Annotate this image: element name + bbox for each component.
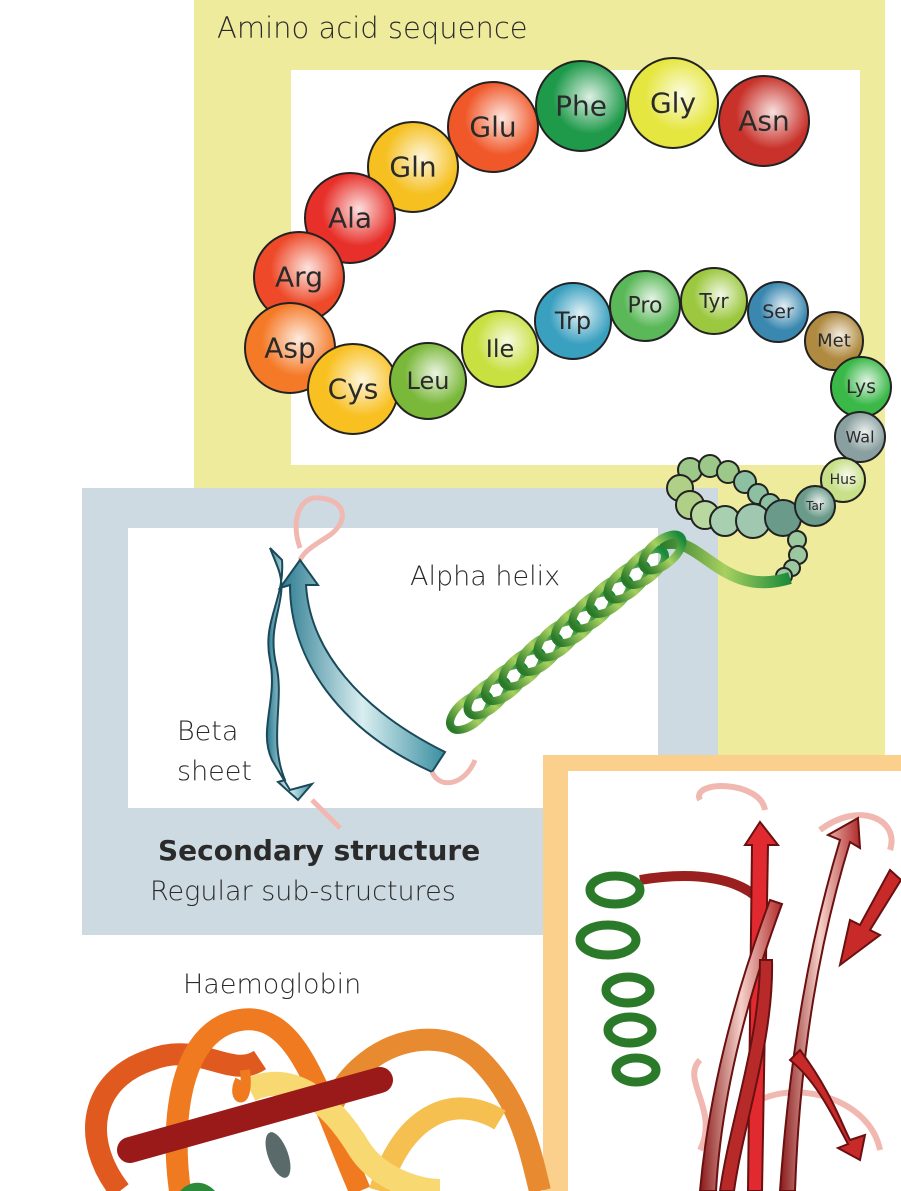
amino-acid-label: Ile [486, 335, 515, 363]
amino-acid-label: Ala [328, 202, 372, 235]
amino-acid-label: Gly [650, 87, 696, 120]
amino-acid-label: Lys [846, 376, 876, 398]
random-coil-beads [666, 454, 808, 585]
amino-acid-lys: Lys [830, 356, 892, 418]
amino-acid-gln: Gln [367, 121, 459, 213]
amino-acid-gly: Gly [627, 57, 719, 149]
amino-acid-label: Trp [554, 307, 591, 335]
amino-acid-label: Gln [389, 151, 436, 184]
amino-acid-asn: Asn [718, 75, 810, 167]
amino-acid-label: Hus [830, 472, 857, 488]
amino-acid-met: Met [804, 311, 864, 371]
amino-acid-trp: Trp [534, 282, 612, 360]
amino-acid-label: Phe [555, 90, 607, 123]
amino-acid-tyr: Tyr [680, 267, 748, 335]
alpha-helix-label: Alpha helix [410, 561, 560, 592]
alpha-helix [446, 530, 792, 734]
helix-turn [638, 530, 687, 575]
primary-subtitle: Amino acid sequence [217, 11, 528, 45]
amino-acid-wal: Wal [834, 411, 886, 463]
amino-acid-ile: Ile [461, 310, 539, 388]
haemoglobin-label: Haemoglobin [183, 969, 361, 1000]
amino-acid-label: Pro [628, 294, 663, 319]
amino-acid-label: Tar [805, 499, 824, 513]
amino-acid-pro: Pro [609, 270, 681, 342]
amino-acid-label: Cys [328, 373, 379, 406]
amino-acid-label: Met [817, 331, 851, 352]
amino-acid-cys: Cys [307, 343, 399, 435]
amino-acid-label: Glu [469, 111, 516, 144]
amino-acid-ser: Ser [747, 281, 809, 343]
amino-acid-label: Arg [275, 261, 323, 294]
beta-sheet-label-line2: sheet [177, 756, 252, 787]
amino-acid-ala: Ala [304, 172, 396, 264]
haemoglobin-illustration [85, 1008, 551, 1191]
amino-acid-label: Ser [762, 301, 794, 323]
amino-acid-label: Wal [845, 428, 874, 447]
secondary-title: Secondary structure [158, 834, 480, 867]
beta-sheet-label-line1: Beta [177, 716, 238, 747]
amino-acid-leu: Leu [389, 342, 467, 420]
secondary-subtitle: Regular sub-structures [150, 876, 456, 907]
beta-sheet [265, 495, 478, 830]
amino-acid-label: Asn [738, 105, 790, 138]
amino-acid-label: Tyr [698, 289, 729, 313]
tertiary-structure-illustration [575, 783, 901, 1191]
amino-acid-label: Asp [264, 332, 316, 365]
amino-acid-hus: Hus [820, 457, 866, 503]
amino-acid-label: Leu [407, 367, 450, 395]
amino-acid-phe: Phe [535, 60, 627, 152]
amino-acid-arg: Arg [253, 231, 345, 323]
amino-acid-tar: Tar [794, 485, 836, 527]
amino-acid-glu: Glu [447, 81, 539, 173]
helix-turn [621, 545, 669, 589]
